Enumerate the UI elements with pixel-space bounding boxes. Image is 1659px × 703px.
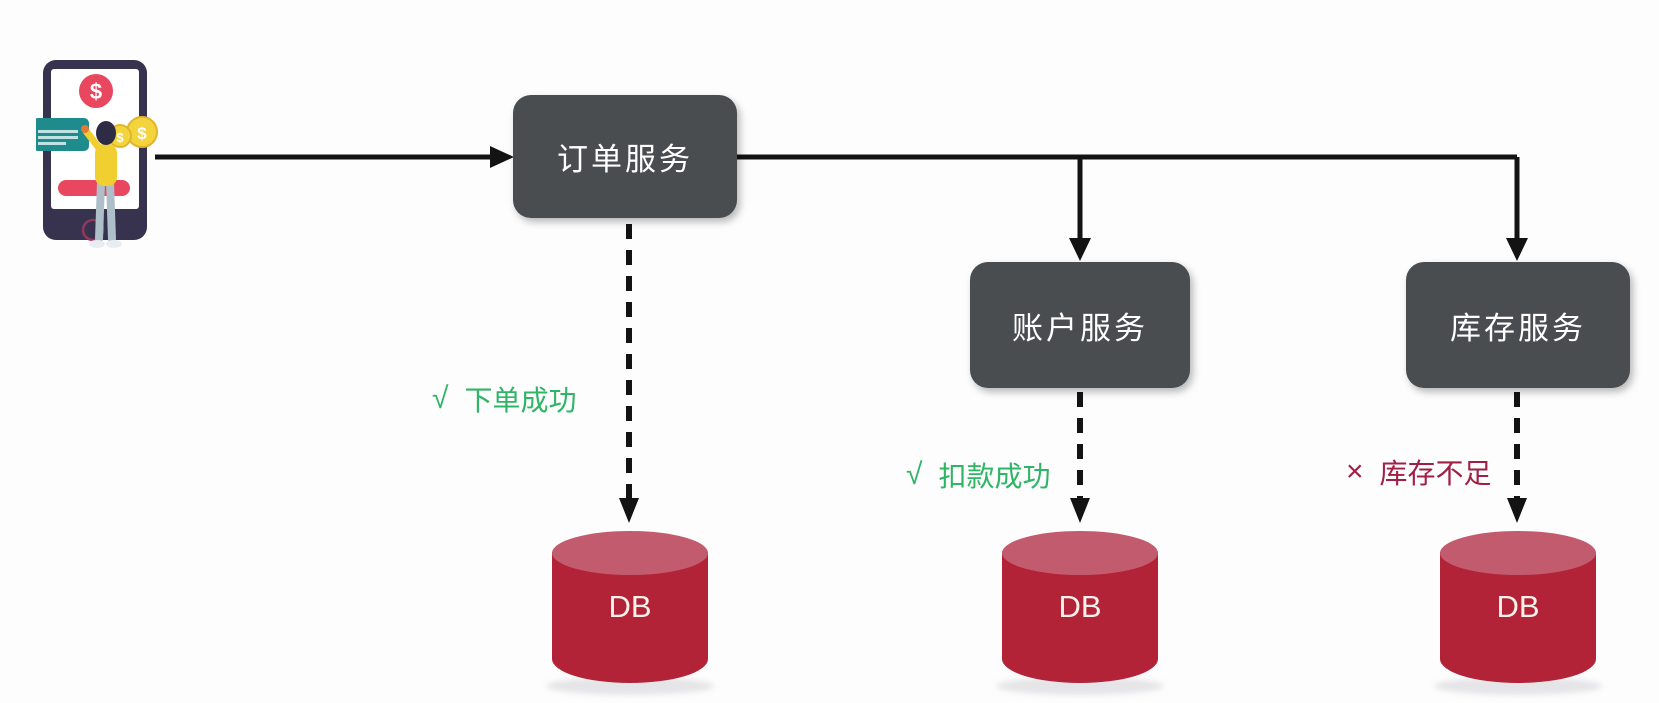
node-order-service: 订单服务	[513, 95, 737, 218]
status-order-text: 下单成功	[464, 385, 577, 416]
arrowheads	[490, 146, 1528, 523]
db-account-label: DB	[1058, 589, 1102, 624]
db-order-label: DB	[608, 589, 652, 624]
person-figure	[81, 121, 122, 248]
node-inventory-service: 库存服务	[1406, 262, 1630, 388]
check-icon: √	[432, 382, 449, 415]
node-account-service-label: 账户服务	[1012, 310, 1148, 346]
node-account-service: 账户服务	[970, 262, 1190, 388]
status-inventory-text: 库存不足	[1379, 458, 1492, 489]
db-account: DB	[996, 531, 1164, 695]
arrowhead-db-inventory-icon	[1507, 498, 1527, 523]
cross-icon: ×	[1346, 455, 1364, 488]
status-account-text: 扣款成功	[938, 461, 1051, 492]
db-shadow	[1434, 677, 1602, 695]
arrowhead-down-account-icon	[1069, 238, 1091, 261]
db-inventory-label: DB	[1496, 589, 1540, 624]
dollar-badge-symbol: $	[90, 79, 102, 104]
db-shadow	[996, 677, 1164, 695]
db-inventory: DB	[1434, 531, 1602, 695]
dollar-badge-icon	[79, 74, 113, 108]
user-mobile-payment-illustration: $ $ $	[36, 60, 158, 248]
arrowhead-db-account-icon	[1070, 498, 1090, 523]
status-account-success: √ 扣款成功	[906, 455, 1050, 495]
pay-button-shape	[58, 180, 130, 196]
check-icon: √	[906, 458, 923, 491]
arrowhead-right-icon	[490, 146, 514, 168]
db-cylinder-top	[552, 531, 708, 575]
db-order: DB	[546, 531, 714, 695]
db-shadow	[546, 677, 714, 695]
svg-text:$: $	[137, 124, 147, 143]
solid-arrows	[155, 154, 1520, 240]
arrowhead-db-order-icon	[619, 498, 639, 523]
arrowhead-down-inventory-icon	[1506, 238, 1528, 261]
credit-card-icon	[36, 118, 89, 151]
status-order-success: √ 下单成功	[432, 379, 576, 419]
db-cylinder-top	[1440, 531, 1596, 575]
dashed-arrows	[626, 224, 1520, 500]
svg-text:$: $	[116, 130, 124, 145]
db-cylinder-top	[1002, 531, 1158, 575]
status-inventory-failure: × 库存不足	[1346, 452, 1492, 492]
node-inventory-service-label: 库存服务	[1450, 310, 1586, 346]
node-order-service-label: 订单服务	[557, 142, 693, 177]
